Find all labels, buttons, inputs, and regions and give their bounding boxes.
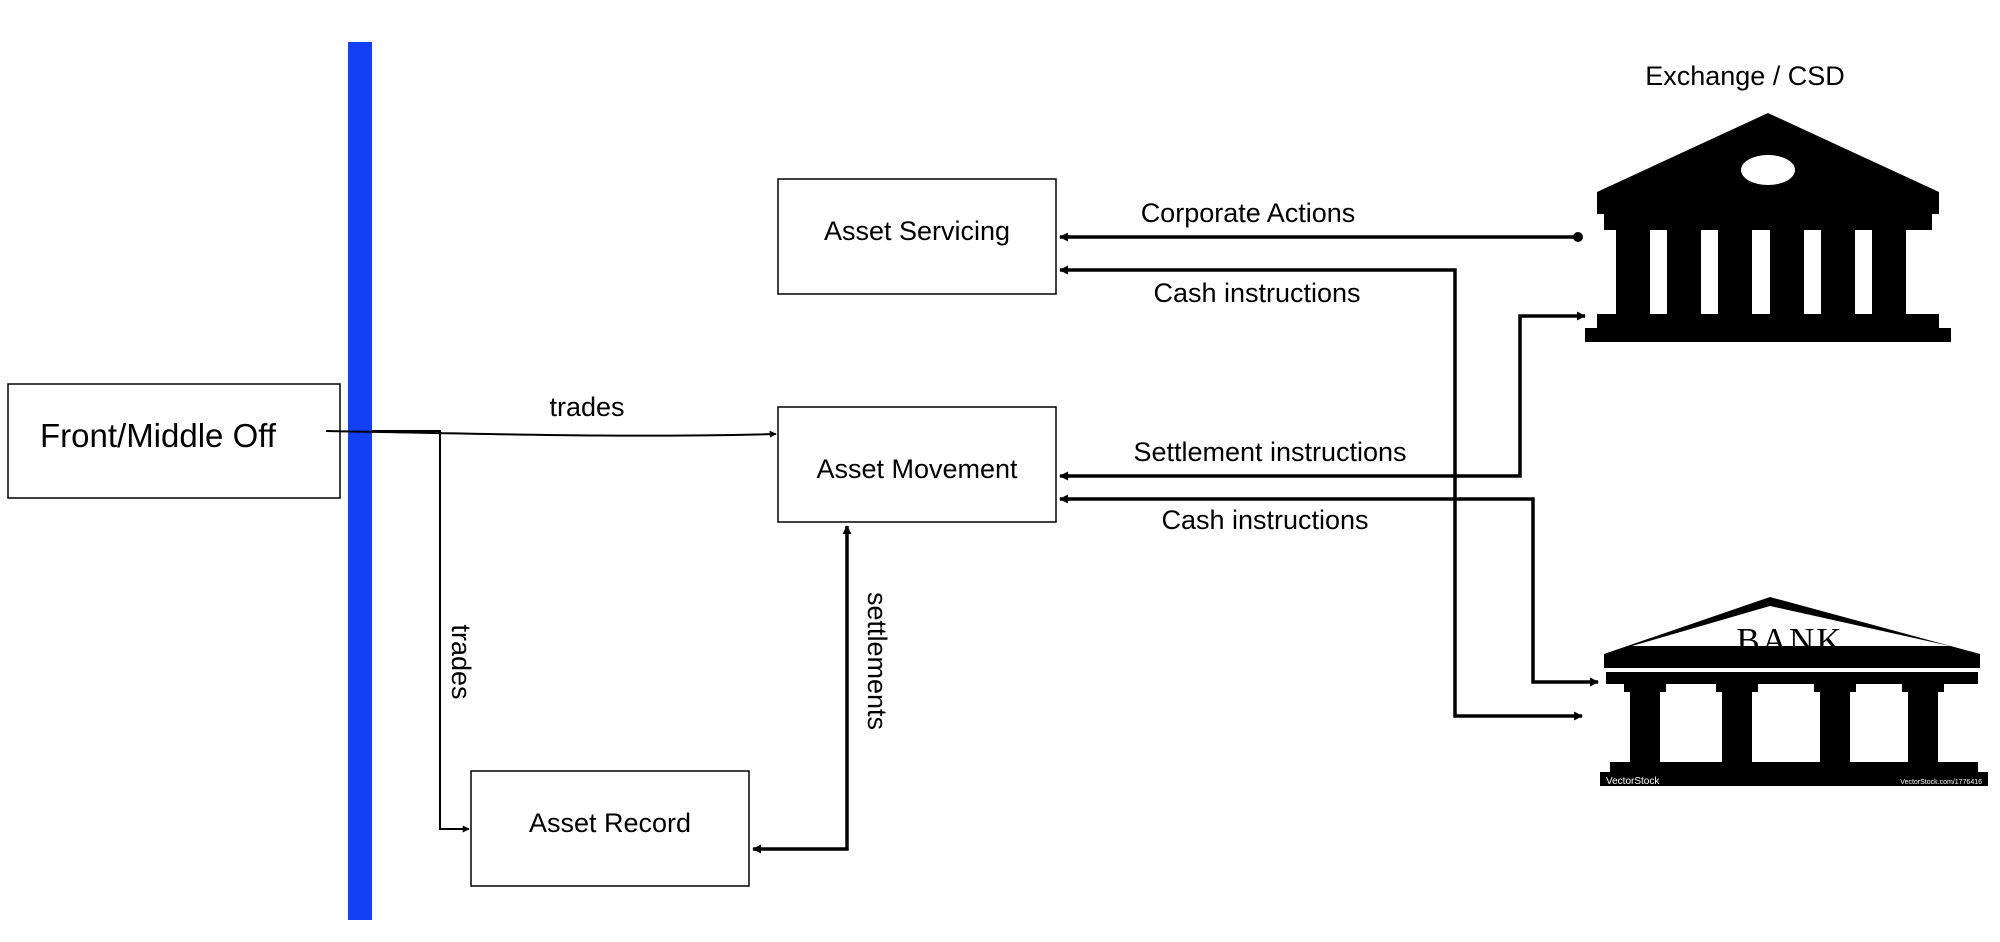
node-asset-servicing[interactable]: Asset Servicing (777, 178, 1057, 295)
node-exchange-csd[interactable]: Exchange / CSD (1585, 61, 1951, 342)
node-exchange-csd-label: Exchange / CSD (1645, 61, 1845, 91)
system-boundary-bar (348, 42, 372, 920)
edge-trades-to-record-label: trades (446, 624, 476, 699)
node-front-middle-office-label: Front/Middle Off (40, 417, 277, 454)
edge-trades-to-record (372, 430, 470, 833)
bank-watermark-brand: VectorStock (1606, 776, 1660, 787)
edge-settlement-instructions-label: Settlement instructions (1133, 437, 1406, 467)
edge-settlements-label: settlements (862, 592, 892, 730)
bank-watermark-url: VectorStock.com/1776416 (1900, 779, 1982, 786)
node-asset-movement[interactable]: Asset Movement (777, 406, 1057, 523)
node-bank[interactable]: BANK VectorStock VectorStock.com/1776416 (1600, 597, 1988, 787)
node-asset-record[interactable]: Asset Record (470, 770, 750, 887)
edge-cash-instructions-movement-label: Cash instructions (1161, 505, 1368, 535)
node-bank-label: BANK (1736, 621, 1843, 660)
exchange-building-icon (1585, 113, 1951, 342)
node-front-middle-office[interactable]: Front/Middle Off (7, 383, 341, 499)
bank-building-icon (1600, 597, 1988, 786)
edge-settlement-instructions (1059, 311, 1586, 481)
edge-corporate-actions-label: Corporate Actions (1141, 198, 1356, 228)
node-asset-movement-label: Asset Movement (816, 454, 1018, 484)
edge-trades-to-movement-label: trades (549, 392, 624, 422)
node-asset-record-label: Asset Record (529, 808, 691, 838)
edge-settlements (752, 525, 852, 854)
edge-trades-to-movement (325, 430, 777, 438)
edge-cash-instructions-servicing (1059, 265, 1583, 721)
node-asset-servicing-label: Asset Servicing (824, 216, 1010, 246)
edge-cash-instructions-servicing-label: Cash instructions (1153, 278, 1360, 308)
edge-cash-instructions-movement (1059, 494, 1599, 687)
